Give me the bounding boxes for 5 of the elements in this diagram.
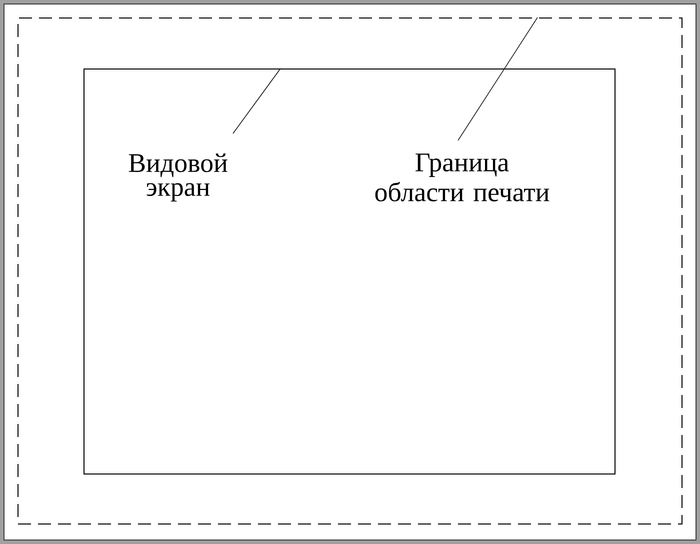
callout-label: Видовой экран <box>128 153 228 202</box>
viewport-rectangle <box>84 68 616 474</box>
callout-label: Граница области печати <box>375 154 550 202</box>
leader-line <box>232 68 281 134</box>
leader-line <box>458 17 538 141</box>
